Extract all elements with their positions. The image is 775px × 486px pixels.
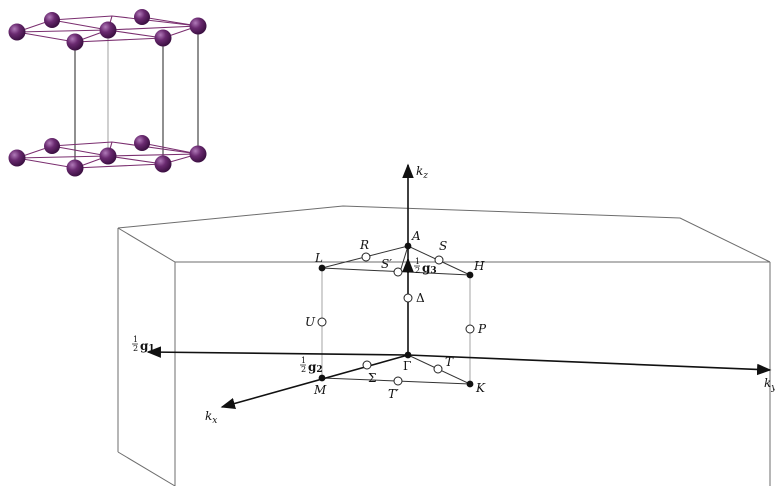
label-Delta: Δ <box>416 291 425 305</box>
svg-text:1: 1 <box>301 356 306 365</box>
svg-text:2: 2 <box>415 266 420 275</box>
label-K: K <box>475 381 486 395</box>
label-T: T <box>445 355 454 369</box>
label-S: S <box>439 239 447 253</box>
svg-text:1: 1 <box>133 335 138 344</box>
labels: kz ky kx 1 2 g1 1 2 g2 1 2 g3 A L H M K … <box>132 164 775 426</box>
ky-label: ky <box>764 376 775 393</box>
label-M: M <box>313 383 327 397</box>
atom <box>154 29 172 47</box>
atom <box>8 23 26 41</box>
atom <box>99 147 117 165</box>
atom <box>44 12 60 28</box>
svg-text:g1: g1 <box>140 339 155 354</box>
atom <box>66 33 84 51</box>
g1-label: 1 2 g1 <box>132 335 155 354</box>
atom <box>189 145 207 163</box>
g1-axis <box>146 346 409 358</box>
bottom-layer-atoms <box>8 135 207 177</box>
symmetry-line-markers <box>317 252 475 386</box>
point-Sprime-marker <box>393 267 403 277</box>
g2-label: 1 2 g2 <box>300 356 323 375</box>
label-A: A <box>411 229 421 243</box>
svg-text:2: 2 <box>133 344 138 353</box>
ky-axis <box>407 354 772 376</box>
label-P: P <box>477 322 487 336</box>
g3-label: 1 2 g3 <box>414 257 437 276</box>
reciprocal-axes <box>146 163 772 410</box>
point-Sigma-marker <box>362 360 372 370</box>
label-L: L <box>314 251 323 265</box>
label-R: R <box>359 238 369 252</box>
point-Gamma-marker <box>404 351 412 359</box>
atom <box>8 149 26 167</box>
atom <box>134 135 150 151</box>
svg-text:1: 1 <box>415 257 420 266</box>
point-L-marker <box>318 264 326 272</box>
point-U-marker <box>317 317 327 327</box>
label-Gamma: Γ <box>403 359 411 373</box>
high-symmetry-points <box>318 242 474 388</box>
atom <box>44 138 60 154</box>
atom <box>154 155 172 173</box>
point-H-marker <box>466 271 474 279</box>
label-Sprime: S′ <box>381 257 392 271</box>
label-Sigma: Σ <box>368 371 376 385</box>
point-A-marker <box>404 242 412 250</box>
point-Delta-marker <box>403 293 413 303</box>
label-Tprime: T′ <box>388 387 399 401</box>
label-U: U <box>305 315 316 329</box>
point-K-marker <box>466 380 474 388</box>
point-R-marker <box>361 252 371 262</box>
kx-label: kx <box>205 409 217 426</box>
top-layer-atoms <box>8 9 207 51</box>
atom <box>189 17 207 35</box>
point-M-marker <box>318 374 326 382</box>
svg-text:g2: g2 <box>308 360 323 375</box>
label-H: H <box>473 259 485 273</box>
hcp-crystal-structure <box>8 9 207 177</box>
point-Tprime-marker <box>393 376 403 386</box>
point-S-marker <box>434 255 444 265</box>
kz-label: kz <box>416 164 428 181</box>
point-T-marker <box>433 364 443 374</box>
svg-text:2: 2 <box>301 365 306 374</box>
atom <box>99 21 117 39</box>
svg-text:g3: g3 <box>422 261 437 276</box>
atom <box>66 159 84 177</box>
atom <box>134 9 150 25</box>
point-P-marker <box>465 324 475 334</box>
kx-axis <box>220 354 409 410</box>
